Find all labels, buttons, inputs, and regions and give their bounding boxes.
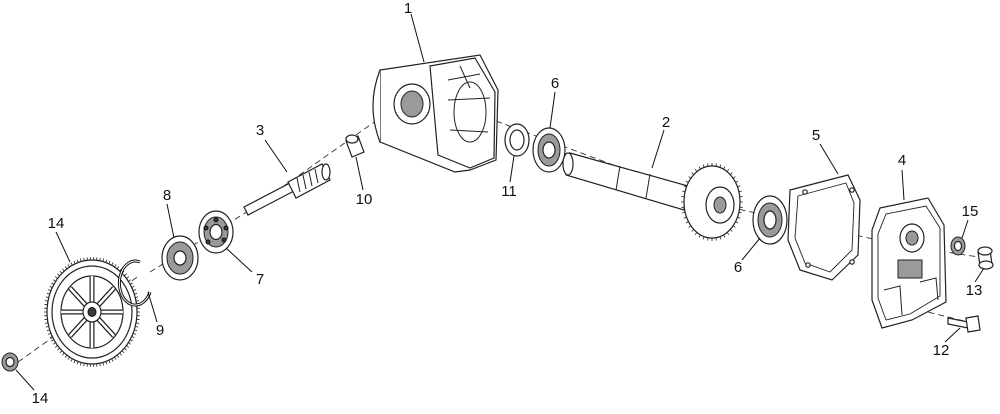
bolt-part [947,315,981,333]
leader-1 [410,13,425,63]
gasket-part [787,174,861,281]
leader-8 [166,203,175,239]
leader-7 [225,247,253,273]
leader-13 [974,267,985,283]
callout-8: 8 [163,187,171,204]
leader-9 [147,291,158,323]
leader-6a [549,91,556,129]
callout-13: 13 [966,282,983,299]
bearing-part-6-lower [752,195,788,245]
callout-labels: 1 2 3 4 5 6 6 7 8 9 10 11 12 13 14 14 15 [32,0,983,407]
callout-6-lower: 6 [734,259,742,276]
small-washer-part [1,352,19,372]
bearing-part-6-upper [532,127,566,173]
callout-10: 10 [356,191,373,208]
callout-5: 5 [812,127,820,144]
callout-3: 3 [256,122,264,139]
callout-9: 9 [156,322,164,339]
leader-3 [264,139,288,173]
cap-part [977,246,994,270]
leader-15 [961,219,969,239]
leader-10 [355,156,364,191]
seal-part [504,123,530,157]
retaining-ring-part [117,259,152,307]
leader-5 [819,143,839,175]
worm-shaft-part [243,163,331,216]
leader-12 [944,327,961,343]
leader-6b [741,237,761,261]
large-gear-part [44,256,140,368]
washer-part-15 [950,236,966,256]
axis-worm-to-housing [249,117,381,211]
bearing-part-8 [161,235,199,281]
bearing-part-7 [198,210,234,254]
callout-4: 4 [898,152,906,169]
callout-15: 15 [962,203,979,220]
callout-14-gear: 14 [48,215,65,232]
leader-11 [509,155,515,183]
callout-7: 7 [256,271,264,288]
callout-11: 11 [501,183,517,200]
callout-12: 12 [933,342,950,359]
output-shaft-part [562,152,743,241]
leader-14a [55,231,71,263]
gear-housing-part [372,54,499,173]
callout-1: 1 [404,0,412,17]
leader-2 [651,129,665,169]
end-cover-part [871,197,947,329]
callout-6-upper: 6 [551,75,559,92]
callout-14-washer: 14 [32,390,49,407]
bushing-part [345,134,365,158]
callout-2: 2 [662,114,670,131]
leader-14b [15,369,35,391]
leader-4 [901,169,905,201]
leader-lines [15,13,985,391]
